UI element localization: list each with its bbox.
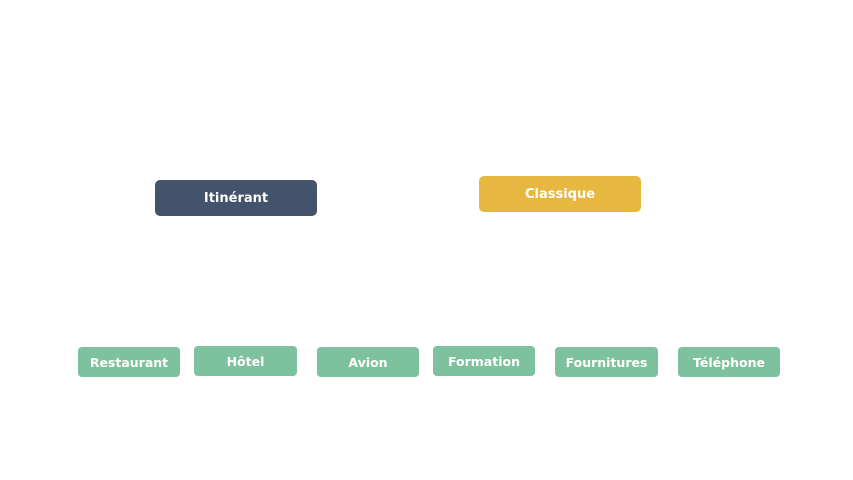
category-node-classique[interactable]: Classique — [479, 176, 641, 212]
item-node-formation[interactable]: Formation — [433, 346, 535, 376]
item-node-hotel[interactable]: Hôtel — [194, 346, 297, 376]
item-node-fournitures[interactable]: Fournitures — [555, 347, 658, 377]
item-node-avion[interactable]: Avion — [317, 347, 419, 377]
item-node-telephone[interactable]: Téléphone — [678, 347, 780, 377]
item-node-restaurant[interactable]: Restaurant — [78, 347, 180, 377]
category-node-itinerant[interactable]: Itinérant — [155, 180, 317, 216]
